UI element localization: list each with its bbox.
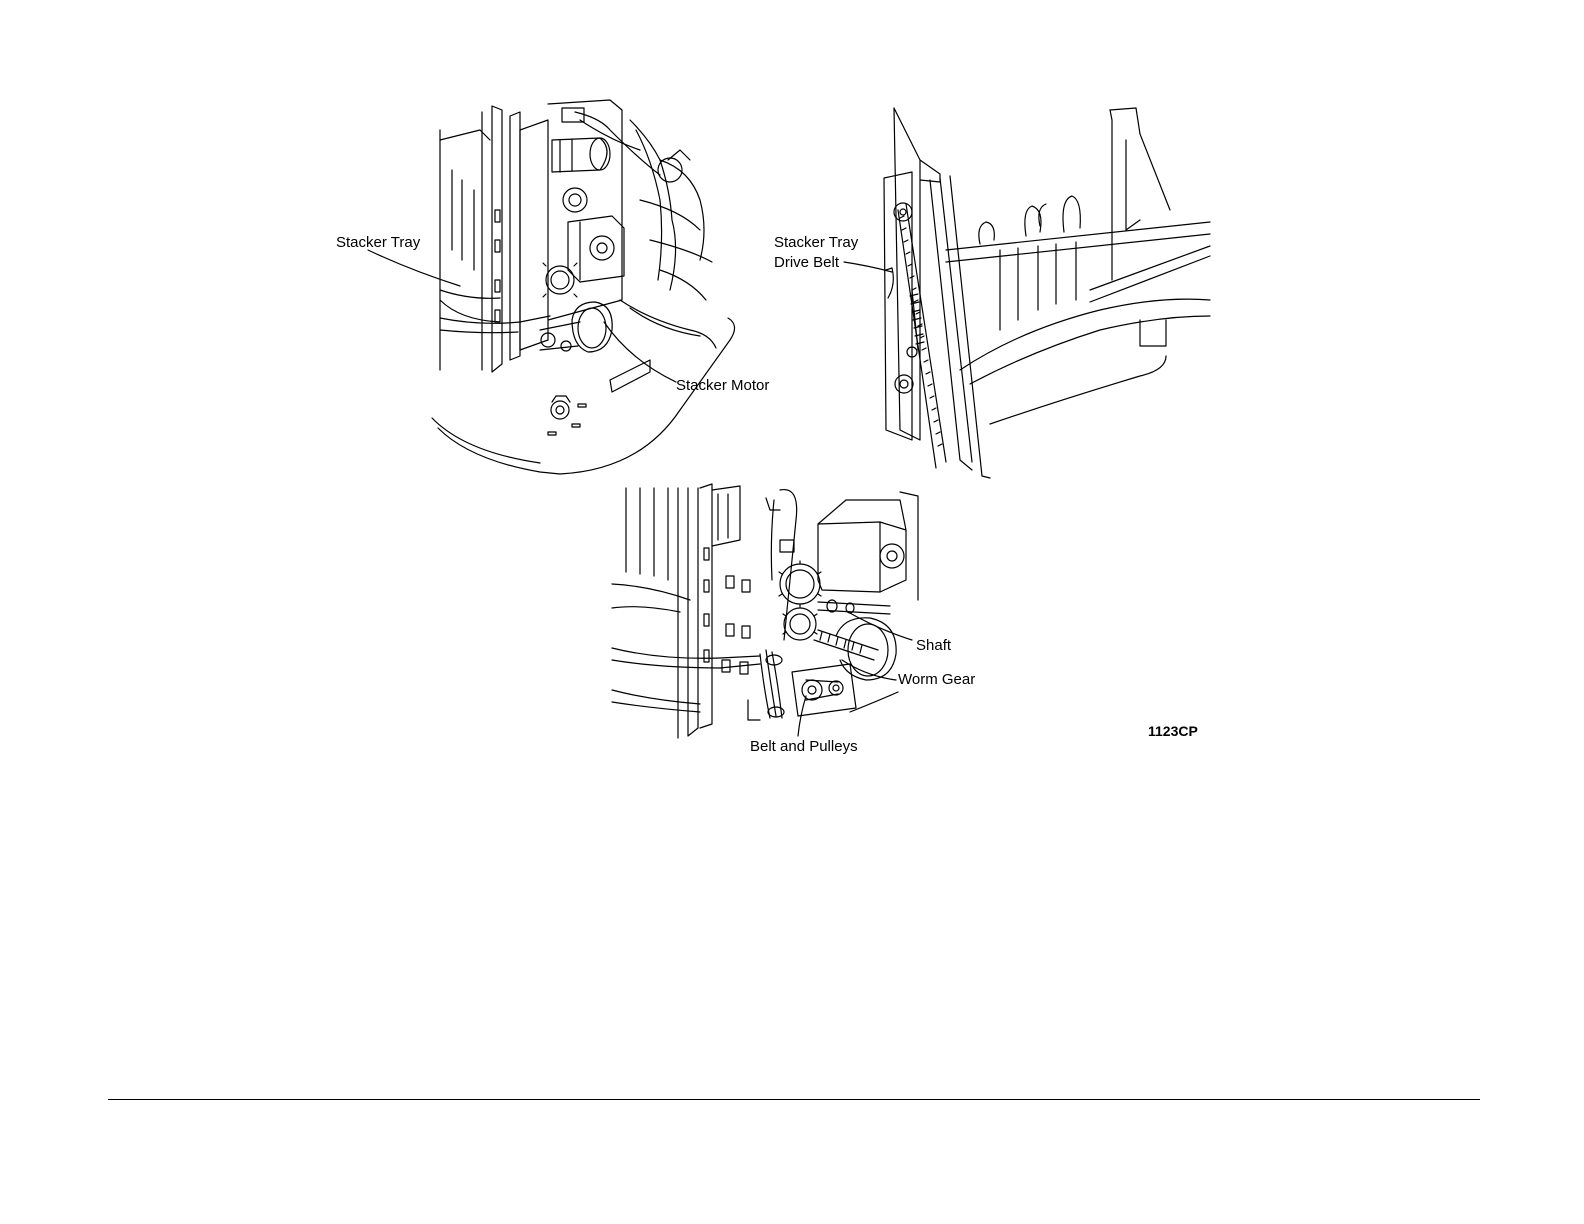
figure-svg: Stacker Tray Stacker Motor Stacker Tray … xyxy=(0,0,1584,780)
worm-gear-label: Worm Gear xyxy=(898,671,975,688)
worm-gear-illustration xyxy=(612,484,918,738)
stacker-tray-label: Stacker Tray xyxy=(336,234,421,251)
footer-rule xyxy=(108,1099,1480,1100)
belt-and-pulleys-label: Belt and Pulleys xyxy=(750,738,858,755)
shaft-label: Shaft xyxy=(916,637,952,654)
tray-drive-belt-illustration xyxy=(844,108,1210,478)
figure-id: 1123CP xyxy=(1148,723,1198,739)
stacker-motor-label: Stacker Motor xyxy=(676,377,769,394)
stacker-drive-figure: Stacker Tray Stacker Motor Stacker Tray … xyxy=(0,0,1584,780)
drive-belt-label-line2: Drive Belt xyxy=(774,254,840,271)
stacker-assembly-illustration xyxy=(368,100,735,474)
drive-belt-label-line1: Stacker Tray xyxy=(774,234,859,251)
